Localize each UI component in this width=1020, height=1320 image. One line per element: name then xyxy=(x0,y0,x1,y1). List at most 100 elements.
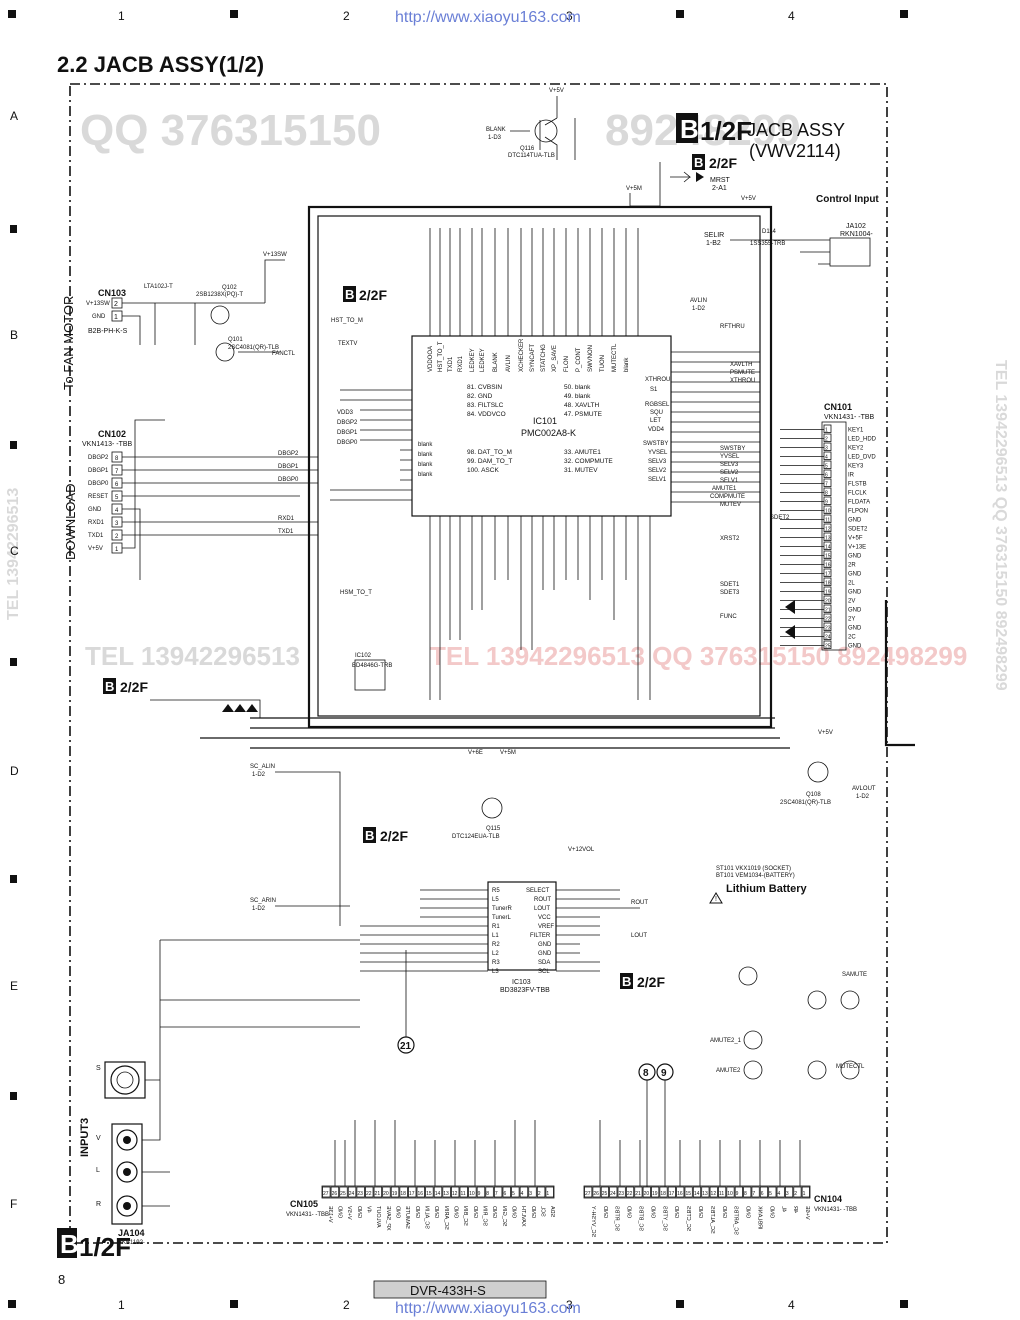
cn101-pin-label: GND xyxy=(848,626,862,632)
page-title: 2.2 JACB ASSY(1/2) xyxy=(57,52,264,77)
cn102-pin-number: 6 xyxy=(115,482,119,488)
cn104-pin-number: 27 xyxy=(585,1191,591,1197)
cn101-pin-number: 13 xyxy=(825,536,831,542)
ic101-right-traces xyxy=(671,351,760,503)
cn104-pin-label: GND xyxy=(697,1206,703,1218)
cn105-pin-label: GND xyxy=(395,1206,401,1218)
ic101-top-pin: FLON xyxy=(564,356,570,372)
cn105-pin-label: SAMUTE xyxy=(404,1206,410,1229)
bottom-traces xyxy=(334,1120,801,1186)
cn105-pin-label: GND xyxy=(472,1206,478,1218)
cn101-pin-label: GND xyxy=(848,608,862,614)
net-label: SWSTBY xyxy=(720,446,745,452)
section-label-download: DOWNLOAD xyxy=(63,483,78,560)
assy-code: (VWV2114) xyxy=(749,141,841,161)
offsheet-tag: B 2/2F xyxy=(343,286,387,303)
ic101-right-pin: YVSEL xyxy=(648,450,668,456)
wire xyxy=(629,162,661,207)
part-number: BT101 VEM1034-(BATTERY) xyxy=(716,873,795,879)
cn104-pin-number: 7 xyxy=(752,1191,755,1197)
cn101-pin-label: FLPON xyxy=(848,509,868,515)
cn105-body xyxy=(321,1185,555,1199)
net-label: XAVLTH xyxy=(730,362,752,368)
ja102-body xyxy=(829,237,871,267)
footer-url[interactable]: http://www.xiaoyu163.com xyxy=(395,1300,581,1317)
net-label: V+5M xyxy=(500,750,516,756)
net-label: RFTHRU xyxy=(720,324,745,330)
cn101-pin-label: KEY2 xyxy=(848,446,864,452)
cn101-pin xyxy=(823,577,832,586)
offsheet-letter-box xyxy=(103,678,116,694)
net-label: V+6E xyxy=(468,750,483,756)
cn101-pin-number: 5 xyxy=(825,464,828,470)
cn105-pin-label: GND xyxy=(433,1206,439,1218)
ic101-left-traces xyxy=(330,389,412,501)
net-label: MRST xyxy=(710,177,731,184)
cn101-pin xyxy=(823,442,832,451)
net-label: FUNC xyxy=(720,614,737,620)
q134-symbol xyxy=(807,1060,827,1080)
cn104-pin xyxy=(592,1186,601,1198)
part-number: ST101 VKX1019 (SOCKET) xyxy=(716,866,791,872)
rca-jack-l-pin xyxy=(123,1168,131,1176)
cn101-pin xyxy=(823,595,832,604)
cn102-pin-number: 2 xyxy=(115,534,119,540)
ic101-left-pin: blank xyxy=(418,472,433,478)
cn104-pin xyxy=(701,1186,710,1198)
cn105-pin xyxy=(476,1186,486,1198)
offsheet-arrow xyxy=(696,172,704,182)
ic101-right-pin: SELV2 xyxy=(648,468,667,474)
cn104-pin xyxy=(584,1186,593,1198)
cn101-pin-label: V+5F xyxy=(848,536,863,542)
cn104-pin-number: 20 xyxy=(644,1191,650,1197)
lithium-battery-label: Lithium Battery xyxy=(726,883,808,895)
cn102-pin-number: 5 xyxy=(115,495,119,501)
cn104-pin-label: SC_ARTBS xyxy=(733,1206,739,1235)
cn103-part: B2B-PH-K-S xyxy=(88,328,128,335)
net-label: SELV2 xyxy=(720,470,739,476)
assy-letter-box xyxy=(676,113,698,143)
cn105-pin xyxy=(442,1186,451,1198)
cn104-pin xyxy=(600,1186,610,1198)
net-label: PSMUTE xyxy=(730,370,755,376)
ic103-right-pin: SELECT xyxy=(526,888,550,894)
cn104-pin xyxy=(651,1186,660,1198)
row-label-c: C xyxy=(10,544,19,558)
ic101-top-pin: LEDKEY xyxy=(470,348,476,372)
offsheet-label: 2/2F xyxy=(709,155,737,171)
wire xyxy=(160,771,360,1028)
download-section: DOWNLOAD CN102 VKN1413- -TBB DBGP2 DBGP1… xyxy=(63,419,318,580)
cn101-pin-label: GND xyxy=(848,518,862,524)
cn105-pin-label: GND xyxy=(337,1206,343,1218)
offsheet-tag: B 2/2F xyxy=(103,678,148,695)
ic103-right-pin: ROUT xyxy=(534,897,551,903)
net-label: SDET3 xyxy=(720,590,740,596)
battery-section: ST101 VKX1019 (SOCKET) BT101 VEM1034-(BA… xyxy=(709,866,808,904)
net-label: LOUT xyxy=(631,933,647,939)
mute-section: SAMUTE MUTECTL AMUTE2_1 AMUTE2 xyxy=(710,966,867,1080)
cn101-pin xyxy=(823,631,832,640)
cn101-pin-number: 22 xyxy=(825,617,831,623)
cn101-pin-number: 8 xyxy=(825,491,828,497)
assy-letter: B xyxy=(680,114,699,144)
cn104-pin xyxy=(768,1186,777,1198)
cn105-pin-label: GND xyxy=(511,1206,517,1218)
ja104-pin-label: R xyxy=(96,1201,101,1208)
cn105-pin xyxy=(330,1186,340,1198)
cn105-pin-label: GND xyxy=(453,1206,459,1218)
cn105-pin xyxy=(511,1186,520,1198)
cn104-pin-label: V+6E xyxy=(804,1206,810,1220)
cn104-pin-label: 4L xyxy=(780,1206,786,1212)
net-label: V+12VOL xyxy=(568,847,595,853)
ic101-inner-left: 81. CVBSIN xyxy=(467,384,502,391)
ruler-mark xyxy=(10,875,17,883)
header-url[interactable]: http://www.xiaoyu163.com xyxy=(395,9,581,26)
cn101-pin-number: 1 xyxy=(825,428,828,434)
cn105-pin-number: 1 xyxy=(546,1191,549,1197)
ic103-right-pin: SCL xyxy=(538,969,550,975)
ic101-left-pin: VDD3 xyxy=(337,410,354,416)
cn101-pin-number: 7 xyxy=(825,482,828,488)
net-label: 1-D2 xyxy=(856,794,870,800)
